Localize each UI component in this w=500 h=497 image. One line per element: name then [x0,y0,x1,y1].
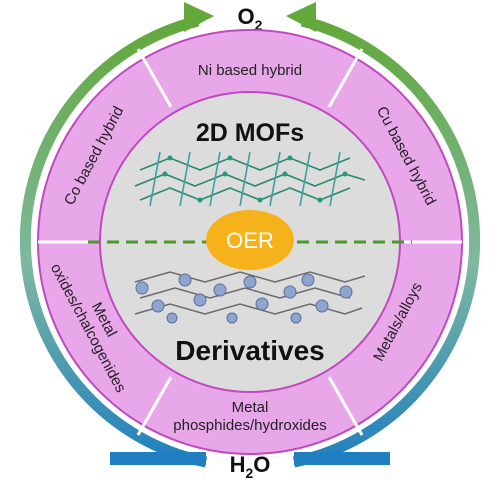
segment-ni-hybrid: Ni based hybrid [198,62,302,79]
left-arrowhead [184,2,214,32]
left-cycle-arc [19,15,208,468]
oer-ellipse [206,210,294,270]
h2o-label: H2O [230,452,271,481]
mof-lattice-illustration [134,151,366,207]
bottom-bar-right [294,452,390,465]
bottom-bar-left [110,452,206,465]
core-title-2d-mofs: 2D MOFs [196,119,304,147]
right-cycle-arc [292,15,481,468]
cycle-arrows [19,2,481,468]
o2-label: O2 [238,4,263,33]
right-arrowhead [286,2,316,32]
core-title-derivatives: Derivatives [175,335,324,366]
derivative-lattice-illustration [134,271,366,324]
oer-label: OER [226,228,274,253]
